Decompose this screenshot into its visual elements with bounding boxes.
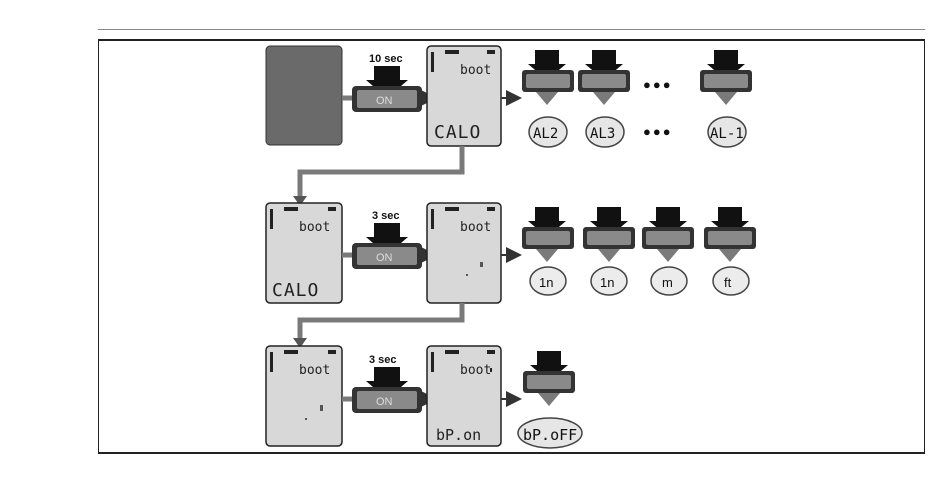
- lcd-boot-blank-row3a: boot: [266, 346, 342, 446]
- connector-row1-row2: [300, 146, 462, 200]
- svg-text:boot: boot: [299, 220, 330, 235]
- svg-text:1n: 1n: [600, 275, 614, 290]
- row1-option-2: AL3: [578, 50, 630, 147]
- row1-time-label: 10 sec: [369, 53, 403, 65]
- lcd-boot-calo: boot CALO: [427, 46, 501, 146]
- row2-option-2: 1n: [583, 207, 635, 295]
- on-button-label: ON: [376, 95, 393, 107]
- svg-text:AL2: AL2: [533, 126, 558, 142]
- ellipsis-upper: ●●●: [643, 77, 673, 92]
- lcd-boot-calo-row2: boot CALO: [266, 203, 342, 303]
- row1-option-1: AL2: [522, 50, 574, 147]
- svg-text:CALO: CALO: [272, 280, 319, 301]
- lcd-boot-blank-row2: boot: [427, 203, 501, 303]
- svg-text:1n: 1n: [539, 275, 553, 290]
- row3-time-label: 3 sec: [369, 354, 397, 366]
- svg-text:boot: boot: [460, 220, 491, 235]
- connector-row2-row3: [300, 303, 462, 342]
- row3-option-1: bP.oFF: [518, 351, 582, 448]
- on-button-label: ON: [376, 252, 393, 264]
- svg-text:bP.oFF: bP.oFF: [523, 426, 577, 444]
- svg-text:boot: boot: [299, 363, 330, 378]
- svg-text:m: m: [662, 275, 673, 290]
- svg-text:AL-1: AL-1: [710, 126, 744, 142]
- ellipsis-lower: ●●●: [643, 124, 673, 139]
- row2-option-4: ft: [704, 207, 756, 295]
- svg-text:boot: boot: [460, 363, 491, 378]
- lcd-boot-bpon: boot bP.on: [427, 346, 501, 446]
- svg-text:AL3: AL3: [590, 126, 615, 142]
- row1-option-3: AL-1: [700, 50, 752, 147]
- svg-text:bP.on: bP.on: [436, 426, 481, 444]
- row2-time-label: 3 sec: [372, 210, 400, 222]
- svg-text:ft: ft: [724, 275, 732, 290]
- device-off-block: [266, 46, 342, 145]
- svg-text:CALO: CALO: [434, 122, 481, 143]
- row2-option-3: m: [642, 207, 694, 295]
- svg-text:boot: boot: [460, 63, 491, 78]
- on-button-label: ON: [376, 396, 393, 408]
- row2-option-1: 1n: [522, 207, 574, 295]
